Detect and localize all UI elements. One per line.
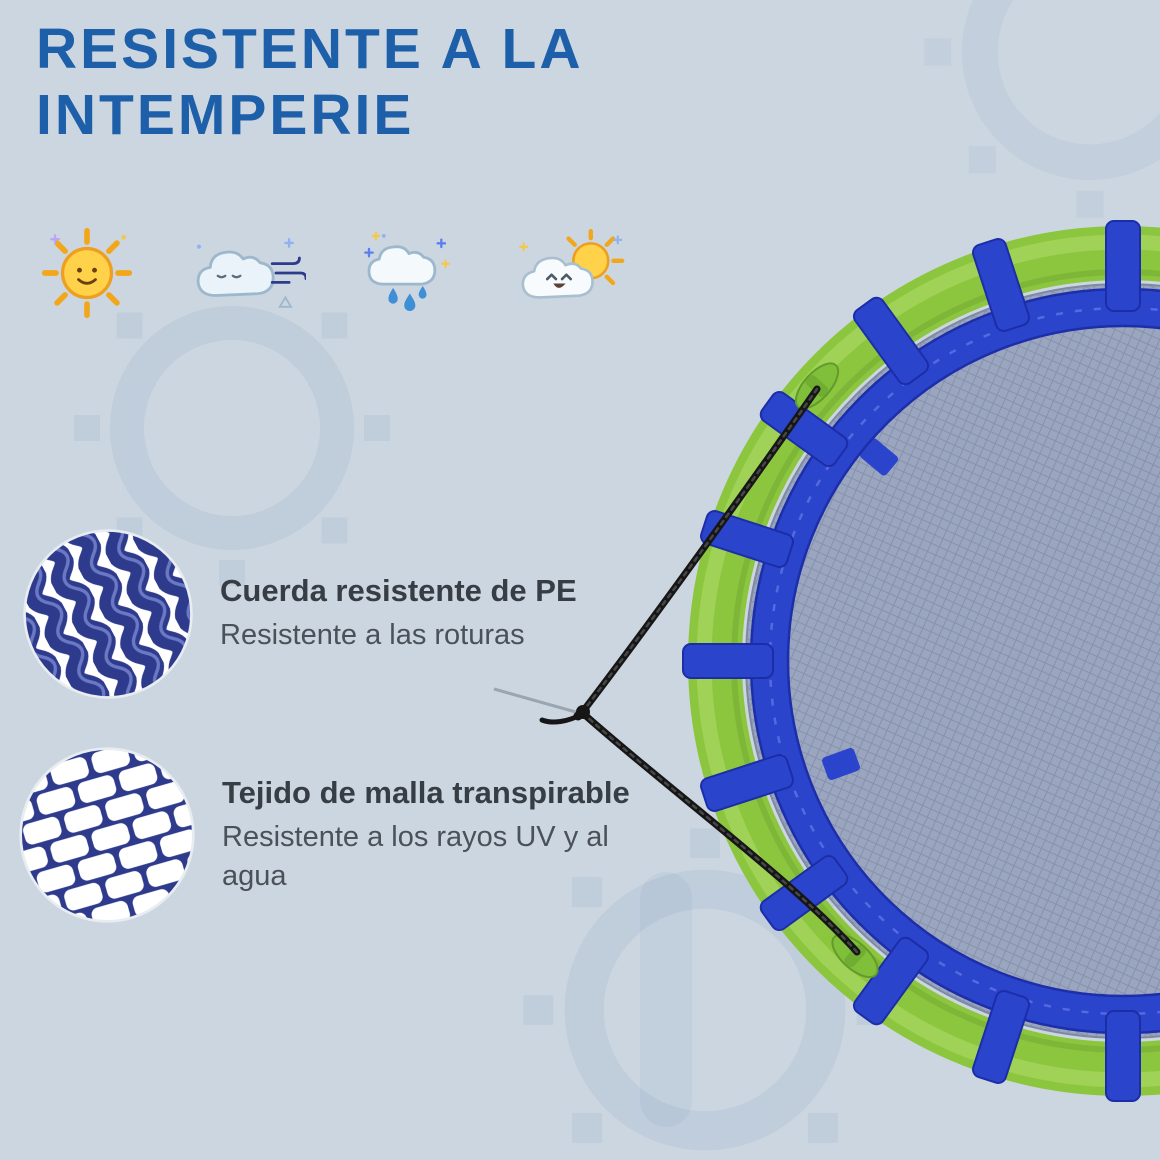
feature-heading: Cuerda resistente de PE (220, 573, 577, 609)
weather-icons-row (40, 226, 630, 320)
feature-heading: Tejido de malla transpirable (222, 775, 630, 811)
bar-watermark (640, 872, 692, 1127)
page-title: RESISTENTE A LA INTEMPERIE (36, 16, 583, 148)
sun-behind-cloud-icon (519, 228, 625, 299)
rain-cloud-icon (364, 231, 450, 312)
feature-description: Resistente a los rayos UV y al agua (222, 821, 609, 892)
feature-mesh-text: Tejido de malla transpirable Resistente … (222, 775, 652, 895)
feature-rope-text: Cuerda resistente de PE Resistente a las… (220, 573, 577, 654)
feature-mesh: Tejido de malla transpirable Resistente … (18, 746, 652, 924)
feature-description: Resistente a las roturas (220, 619, 525, 652)
sun-icon (41, 227, 133, 319)
windy-cloud-icon (196, 238, 306, 308)
feature-rope: Cuerda resistente de PE Resistente a las… (22, 528, 577, 700)
rope-closeup-icon (23, 529, 193, 699)
title-line-2: INTEMPERIE (36, 83, 415, 148)
mesh-closeup-icon (19, 747, 195, 923)
suspension-ropes (493, 385, 861, 956)
mat-tabs (822, 438, 899, 780)
title-line-1: RESISTENTE A LA (36, 17, 584, 81)
